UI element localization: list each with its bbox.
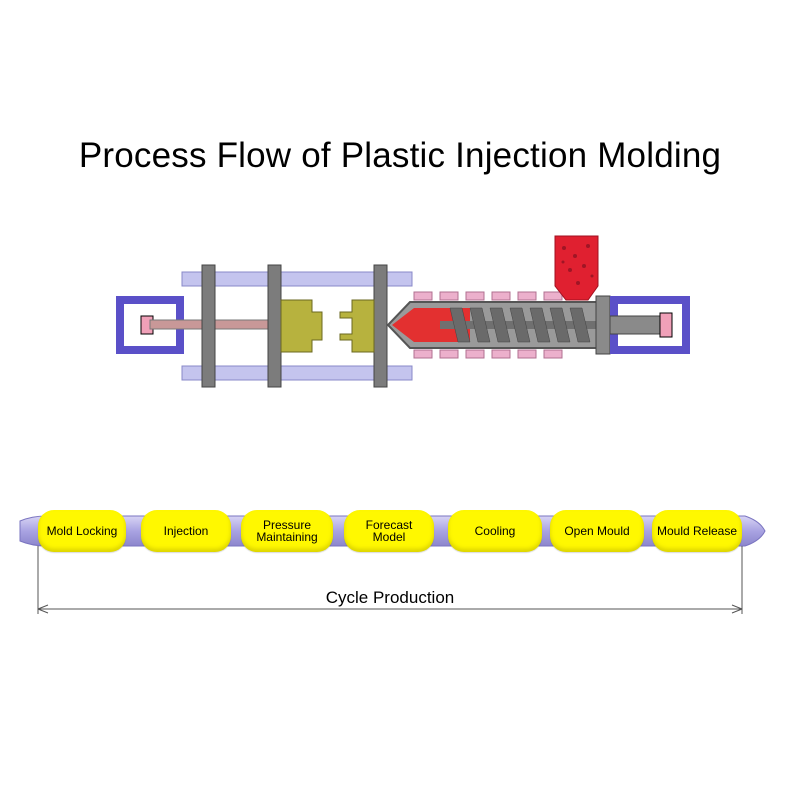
diagram-title: Process Flow of Plastic Injection Moldin… bbox=[78, 136, 722, 175]
tie-bar-top bbox=[181, 271, 413, 287]
mold-half-fixed bbox=[339, 299, 375, 353]
platen-rear bbox=[201, 264, 216, 388]
cycle-production-label: Cycle Production bbox=[325, 588, 455, 607]
platen-moving bbox=[267, 264, 282, 388]
stage-cooling: Cooling bbox=[448, 510, 542, 552]
mold-half-moving bbox=[280, 299, 323, 353]
tie-bar-bottom bbox=[181, 365, 413, 381]
heater-bands bbox=[413, 291, 563, 359]
stage-mould-release: Mould Release bbox=[652, 510, 742, 552]
stage-mold-locking: Mold Locking bbox=[38, 510, 126, 552]
injection-machine-illustration bbox=[116, 235, 690, 388]
screw-flights bbox=[449, 307, 591, 343]
hopper bbox=[554, 235, 599, 301]
stage-injection: Injection bbox=[141, 510, 231, 552]
platen-fixed bbox=[373, 264, 388, 388]
melt bbox=[392, 308, 470, 342]
stage-pressure-maintaining: Pressure Maintaining bbox=[241, 510, 333, 552]
stage-forecast-model: Forecast Model bbox=[344, 510, 434, 552]
stage-open-mould: Open Mould bbox=[550, 510, 644, 552]
